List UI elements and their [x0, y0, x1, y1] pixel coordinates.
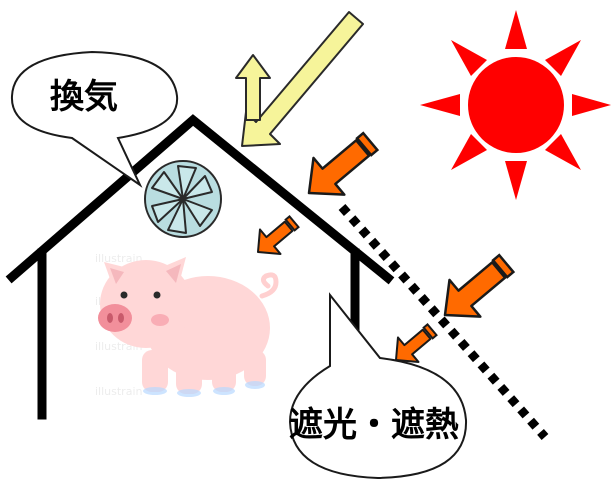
- pig-icon: [98, 257, 279, 397]
- sun-icon: [420, 10, 611, 200]
- svg-text:illustrain: illustrain: [95, 252, 143, 265]
- shade-curtain-line: [338, 204, 549, 440]
- svg-text:illustrain: illustrain: [95, 385, 143, 398]
- shading-bubble: 遮光・遮熱: [288, 292, 468, 480]
- ventilation-fan-icon: [144, 160, 222, 238]
- ventilation-bubble: 換気: [10, 50, 179, 188]
- reflected-light-arrow-icon: [235, 54, 271, 121]
- heat-ray-arrow-icon: [292, 121, 387, 213]
- shading-label: 遮光・遮熱: [289, 405, 459, 445]
- house-outline: [5, 114, 395, 420]
- heat-ray-arrow-icon: [246, 208, 306, 266]
- ventilation-label: 換気: [50, 77, 118, 117]
